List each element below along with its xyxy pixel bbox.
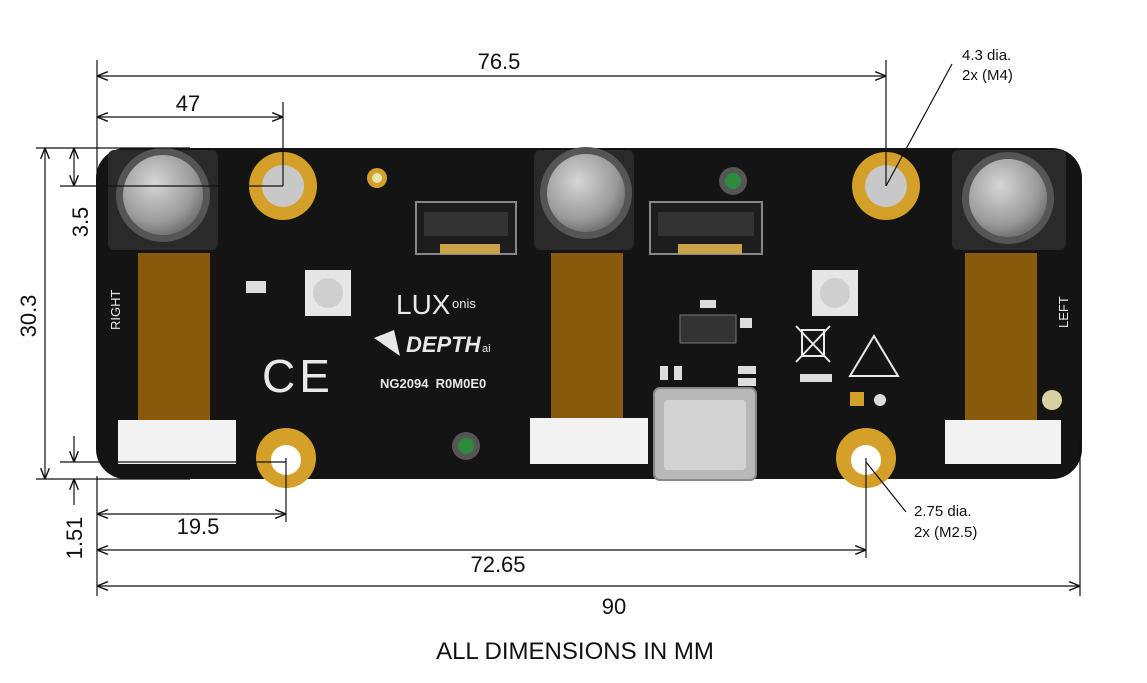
weee-icon — [795, 325, 831, 363]
dim-47: 47 — [176, 91, 200, 116]
camera-left — [945, 150, 1066, 464]
ce-mark: CE — [262, 350, 334, 402]
usb-c-connector — [653, 387, 757, 481]
label-left: LEFT — [1056, 296, 1071, 328]
dim-72-65: 72.65 — [470, 552, 525, 577]
dim-30-3: 30.3 — [16, 295, 41, 338]
callout-top-hole-thread: 2x (M4) — [962, 67, 1013, 84]
esd-warning-icon — [848, 334, 900, 377]
small-components — [246, 167, 1062, 460]
dim-19-5: 19.5 — [177, 514, 220, 539]
part-number: NG2094 R0M0E0 — [380, 376, 486, 391]
camera-center — [530, 147, 648, 464]
camera-right — [108, 148, 236, 464]
footer-note: ALL DIMENSIONS IN MM — [436, 638, 714, 665]
callout-bottom-hole-dia: 2.75 dia. — [914, 503, 972, 520]
ffc-connector-1 — [415, 201, 517, 255]
brand-depth: DEPTH — [406, 332, 482, 357]
dim-1-51: 1.51 — [62, 517, 87, 560]
callout-bottom-hole-thread: 2x (M2.5) — [914, 524, 977, 541]
callout-top-hole-dia: 4.3 dia. — [962, 47, 1011, 64]
dimension-lines — [36, 60, 1081, 596]
brand-depth-suffix: ai — [482, 343, 491, 355]
label-right: RIGHT — [108, 290, 123, 331]
dim-90: 90 — [602, 594, 626, 619]
brand-suffix: onis — [452, 296, 476, 311]
ffc-connector-2 — [649, 201, 763, 255]
dim-76-5: 76.5 — [478, 49, 521, 74]
dim-3-5: 3.5 — [68, 207, 93, 238]
depth-logo-icon — [374, 330, 400, 356]
brand-lux: LUX — [396, 289, 451, 320]
